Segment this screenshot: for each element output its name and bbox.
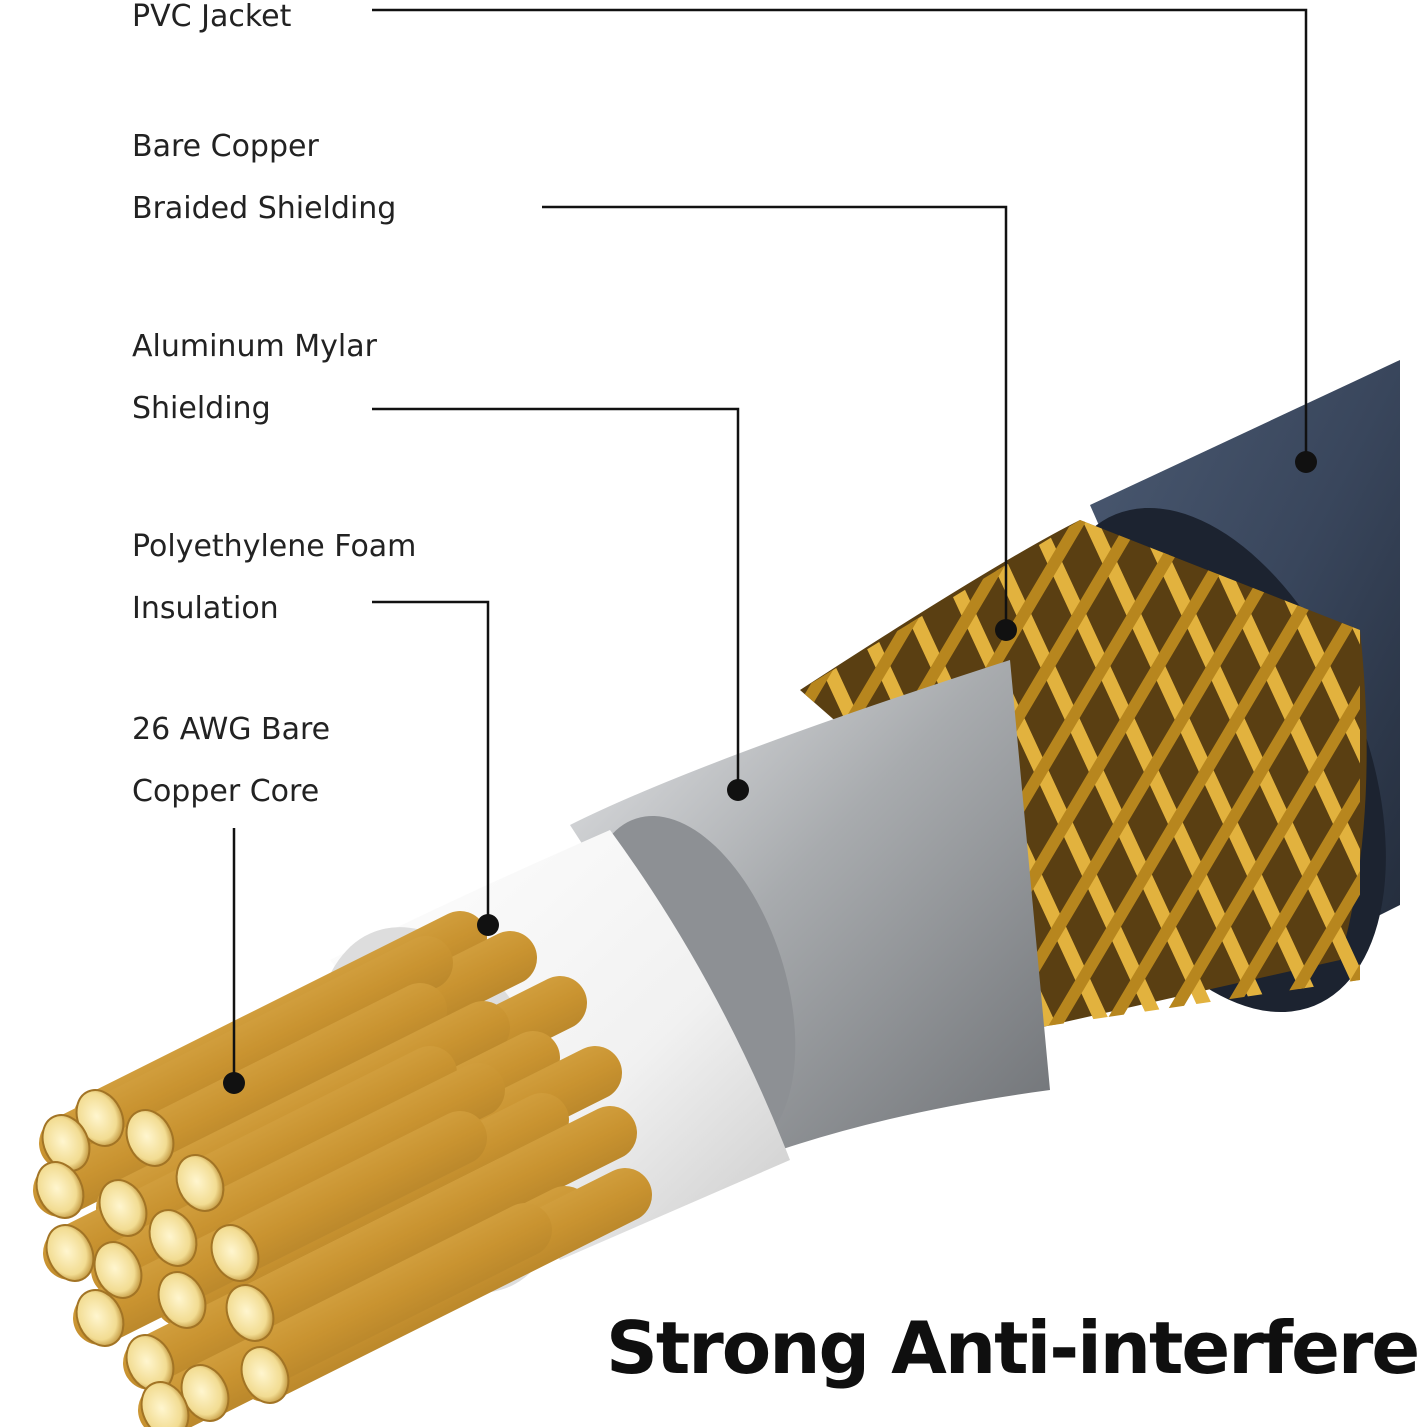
copper-core-strands: [33, 911, 652, 1427]
braid-strand: [1029, 520, 1360, 1035]
core-strand-end: [240, 1346, 290, 1404]
braid-strand: [1420, 520, 1427, 1060]
leader-line-mylar: [372, 407, 740, 790]
leader-line-foam: [372, 600, 490, 925]
leader-dot-core: [223, 1072, 245, 1094]
core-strand-end: [41, 1114, 91, 1172]
braid-strand: [1194, 520, 1360, 1035]
braid-strand: [1420, 520, 1427, 1060]
label-insulation-line2: Insulation: [132, 591, 279, 626]
headline: Strong Anti-interfere: [606, 1306, 1420, 1390]
core-strand-end: [210, 1224, 260, 1282]
core-strand-end: [125, 1109, 175, 1167]
leader-dot-foam: [477, 914, 499, 936]
core-strand-end: [98, 1179, 148, 1237]
core-strand-end: [148, 1209, 198, 1267]
label-bare-copper-line1: Bare Copper: [132, 129, 319, 164]
core-strand-end: [157, 1271, 207, 1329]
label-copper-core-line2: Copper Core: [132, 774, 320, 809]
label-pvc-jacket: PVC Jacket: [132, 0, 292, 34]
leader-dot-jacket: [1295, 451, 1317, 473]
leader-lines: [232, 8, 1308, 1083]
leader-line-braid: [542, 205, 1008, 630]
core-strand-end: [35, 1161, 85, 1219]
braid-strand: [1139, 520, 1360, 1035]
leader-dots: [223, 451, 1317, 1094]
core-strand: [123, 1156, 537, 1390]
label-26awg-bare-line1: 26 AWG Bare: [132, 712, 331, 747]
leader-dot-mylar: [727, 779, 749, 801]
core-strand-end: [140, 1381, 190, 1427]
core-strand-end: [175, 1154, 225, 1212]
core-strand-end: [225, 1284, 275, 1342]
core-strand-end: [93, 1241, 143, 1299]
core-strand-end: [75, 1289, 125, 1347]
core-strand: [33, 983, 447, 1217]
leader-line-jacket: [372, 8, 1308, 462]
label-aluminum-mylar-line1: Aluminum Mylar: [132, 329, 377, 364]
label-shielding-line2: Shielding: [132, 391, 271, 426]
core-strand-end: [45, 1224, 95, 1282]
core-strand: [39, 936, 453, 1170]
label-polyethylene-foam-line1: Polyethylene Foam: [132, 529, 417, 564]
label-braided-shielding-line2: Braided Shielding: [132, 191, 397, 226]
core-strand: [138, 1203, 552, 1427]
braid-strand: [1249, 520, 1360, 1035]
leader-dot-braid: [995, 619, 1017, 641]
